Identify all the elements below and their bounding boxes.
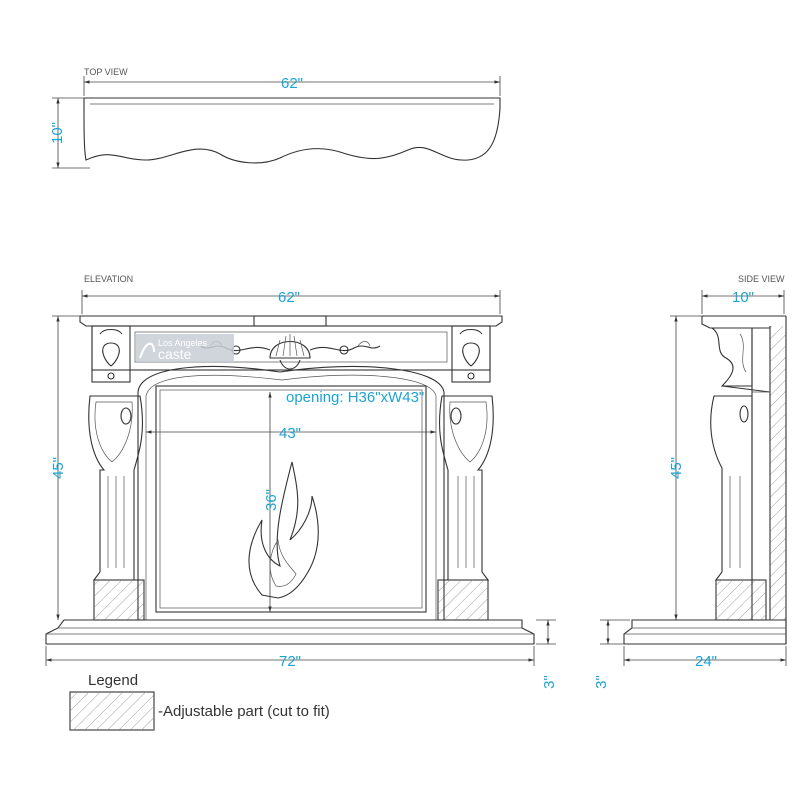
side-leg-adjustable [716, 580, 766, 620]
side-view-label: SIDE VIEW [738, 274, 785, 284]
legend-item-text: -Adjustable part (cut to fit) [158, 703, 330, 720]
elevation-height-text: 45" [50, 457, 67, 479]
side-height-text: 45" [668, 457, 685, 479]
side-leg [710, 395, 753, 581]
left-leg [88, 395, 145, 621]
firebox-opening [155, 385, 427, 613]
legend: Legend -Adjustable part (cut to fit) [69, 672, 330, 731]
legend-title: Legend [88, 672, 138, 689]
legend-hatch-swatch [70, 692, 154, 730]
top-view-outline [83, 97, 501, 164]
elevation-width-text: 62" [278, 289, 300, 306]
right-leg [437, 395, 494, 621]
hearth-width-text: 72" [279, 653, 301, 670]
side-hearth [623, 619, 787, 645]
elevation-label: ELEVATION [84, 274, 133, 284]
side-hearth-height-text: 3" [593, 675, 610, 689]
top-view: TOP VIEW 62" 10" [49, 67, 501, 169]
frieze-panel [134, 331, 448, 363]
side-view: SIDE VIEW 10" 45" [593, 274, 787, 689]
svg-text:Los Angeles: Los Angeles [158, 338, 208, 348]
side-hearth-depth-text: 24" [695, 653, 717, 670]
opening-note: opening: H36"xW43" [286, 389, 424, 406]
svg-text:caste: caste [158, 346, 192, 362]
opening-width-text: 43" [279, 425, 301, 442]
side-wall-hatch [770, 326, 786, 620]
left-leg-adjustable [94, 580, 144, 620]
top-view-width-text: 62" [281, 75, 303, 92]
top-view-label: TOP VIEW [84, 67, 128, 77]
opening-surround [137, 365, 445, 620]
flame-graphic [248, 461, 319, 599]
side-shelf [701, 315, 786, 329]
right-corbel [451, 325, 491, 383]
mantel-center-block [253, 315, 327, 327]
side-corbel [711, 327, 753, 387]
hearth-height-text: 3" [541, 675, 558, 689]
left-corbel [91, 325, 131, 383]
side-depth-text: 10" [732, 289, 754, 306]
right-leg-adjustable [438, 580, 488, 620]
elevation-view: ELEVATION 62" [45, 274, 558, 689]
mantel-shelf [79, 315, 503, 327]
opening-height-text: 36" [263, 489, 280, 511]
watermark-logo: Los Angeles caste [136, 334, 234, 362]
hearth [45, 619, 535, 645]
top-view-depth-text: 10" [49, 122, 66, 144]
